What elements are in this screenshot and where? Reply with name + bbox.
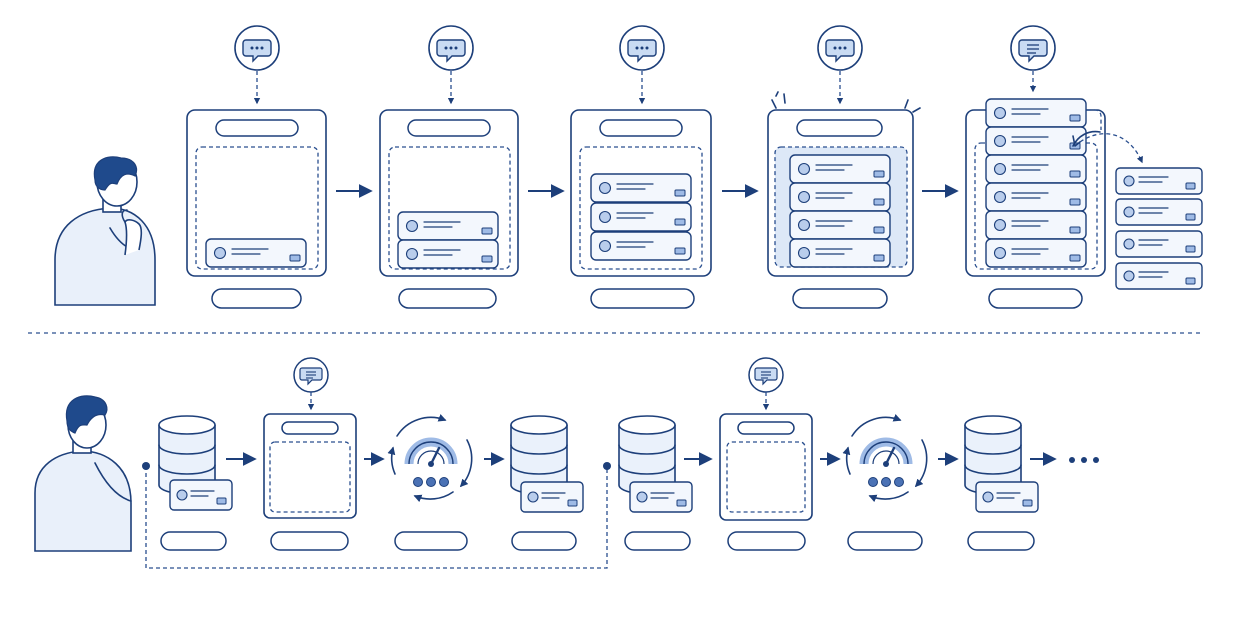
top-stage-4 xyxy=(767,25,921,309)
chat-bubble-icon xyxy=(428,25,474,71)
record-card-icon xyxy=(985,154,1087,184)
chat-bubble-icon xyxy=(748,357,784,393)
stage-label-pill xyxy=(792,288,888,309)
record-card-icon xyxy=(205,238,307,268)
feedback-loop-line xyxy=(145,466,608,569)
record-card-icon xyxy=(789,238,891,268)
record-card-icon xyxy=(1115,167,1203,195)
record-card-icon xyxy=(975,481,1039,513)
stage-label-pill xyxy=(590,288,695,309)
record-card-icon xyxy=(590,173,692,203)
record-card-icon xyxy=(789,210,891,240)
chat-bubble-icon xyxy=(293,357,329,393)
record-card-icon xyxy=(1115,262,1203,290)
record-card-icon xyxy=(985,210,1087,240)
bottom-cycle-2 xyxy=(618,357,1057,551)
chat-bubble-icon xyxy=(234,25,280,71)
record-card-icon xyxy=(590,231,692,261)
record-card-icon xyxy=(985,126,1087,156)
record-card-icon xyxy=(985,98,1087,128)
gauge-icon xyxy=(392,417,472,499)
record-card-icon xyxy=(397,239,499,269)
stage-label-pill xyxy=(988,288,1083,309)
bottom-cycle-1 xyxy=(158,357,584,551)
thinking-person-icon xyxy=(54,156,156,306)
record-card-icon xyxy=(590,202,692,232)
chat-bubble-icon xyxy=(817,25,863,71)
stage-label-pill xyxy=(211,288,302,309)
record-card-icon xyxy=(169,479,233,511)
gauge-icon xyxy=(847,417,927,499)
top-stage-1 xyxy=(186,25,327,309)
record-card-icon xyxy=(789,154,891,184)
record-card-icon xyxy=(985,238,1087,268)
chat-bubble-icon xyxy=(1010,25,1056,71)
top-stage-5 xyxy=(965,25,1203,309)
record-card-icon xyxy=(1115,198,1203,226)
record-card-icon xyxy=(520,481,584,513)
record-card-icon xyxy=(985,182,1087,212)
person-icon xyxy=(34,395,132,552)
record-card-icon xyxy=(1115,230,1203,258)
ellipsis-icon xyxy=(1069,457,1099,463)
record-card-icon xyxy=(629,481,693,513)
record-card-icon xyxy=(789,182,891,212)
chat-bubble-icon xyxy=(619,25,665,71)
record-card-icon xyxy=(397,211,499,241)
top-stage-3 xyxy=(570,25,712,309)
top-stage-2 xyxy=(379,25,519,309)
stage-label-pill xyxy=(398,288,497,309)
